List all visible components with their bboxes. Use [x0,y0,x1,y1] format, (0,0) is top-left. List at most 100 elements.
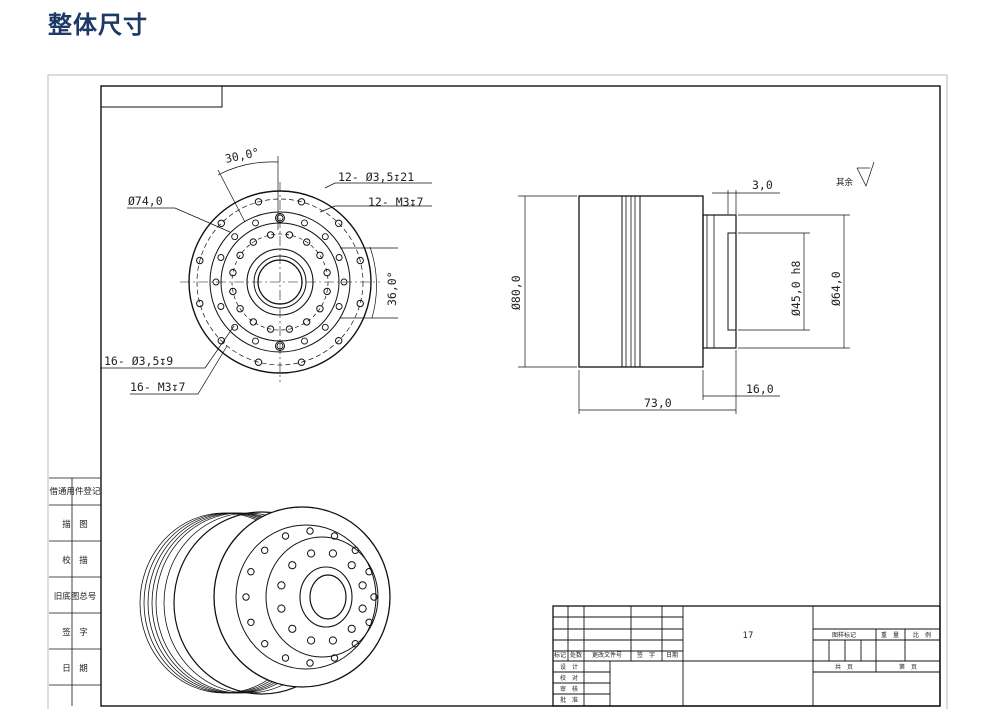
front-view-dimension-lines [100,156,432,395]
isometric-view-holes [242,527,378,667]
title-block-label: 处数 [570,651,582,659]
dimension-label: Ø80,0 [509,275,523,310]
bolt-hole [231,323,239,331]
bolt-hole [316,251,324,260]
title-block-label: 图样标记 [832,631,856,639]
dimension-label: 16- M3↧7 [130,380,185,394]
drawing-number: 17 [743,631,754,641]
dimension-label: 16- Ø3,5↧9 [104,354,173,368]
bolt-hole [277,604,286,613]
bolt-hole [231,233,239,241]
bolt-hole [301,219,308,227]
bolt-hole [340,278,348,286]
bolt-hole [351,640,359,648]
title-block-label: 第 页 [899,663,917,671]
bolt-hole [229,287,237,296]
bolt-hole [266,231,275,239]
side-view-dimension-lines [518,161,875,414]
bolt-hole [266,325,275,333]
title-block-label: 比 例 [913,631,931,639]
bolt-hole [254,358,263,366]
title-block-label: 标记 [554,651,566,659]
bolt-hole [247,618,255,626]
front-view [180,182,380,382]
bolt-hole [321,233,329,241]
bolt-hole [288,624,297,633]
bolt-hole [196,256,204,265]
dimension-label: Ø64,0 [829,271,843,306]
title-block [552,605,941,707]
bolt-hole [335,303,343,310]
bolt-hole [276,214,284,222]
stamp-label: 校 描 [62,555,88,566]
page-title: 整体尺寸 [48,11,148,39]
bolt-hole [328,549,337,558]
bolt-hole [217,219,226,228]
bolt-hole [301,337,308,345]
dimension-label: Ø74,0 [128,194,163,208]
dimension-label: 16,0 [746,382,774,396]
bolt-hole [297,198,306,206]
bolt-hole [261,546,269,554]
dimension-label: 12- M3↧7 [368,195,423,209]
stamp-label: 签 字 [62,627,88,638]
bolt-hole [285,231,294,239]
stamp-label: 借通用件登记 [49,486,101,497]
front-view-holes [196,198,364,366]
bolt-hole [249,318,258,326]
bolt-hole [356,299,364,308]
bolt-hole [254,198,263,206]
bolt-hole [306,659,314,667]
dimension-label: 12- Ø3,5↧21 [338,170,414,184]
bolt-hole [316,305,324,313]
stamp-label: 日 期 [62,664,88,674]
bolt-hole [358,581,367,590]
bolt-hole [297,358,306,366]
bolt-hole [335,337,343,345]
bolt-hole [365,618,373,626]
bolt-hole [229,268,237,277]
bolt-hole [276,342,284,350]
bolt-hole [356,256,364,265]
bolt-hole [252,219,259,227]
drawing-frame [100,85,941,707]
title-block-label: 重 量 [881,631,899,639]
bolt-hole [365,568,373,576]
stamp-label: 描 图 [62,519,88,530]
bolt-hole [281,532,290,540]
bolt-hole [247,568,255,576]
bolt-hole [307,549,316,558]
bolt-hole [303,238,311,246]
bolt-hole [236,251,244,260]
bolt-hole [252,337,259,345]
bolt-hole [275,341,285,351]
bolt-hole [323,287,331,296]
bolt-hole [307,636,316,645]
title-block-label: 日期 [666,651,678,659]
bolt-hole [249,238,258,246]
bolt-hole [347,624,356,633]
dimension-label: Ø45,0 h8 [789,261,803,316]
bolt-hole [347,561,356,570]
side-view [578,195,737,368]
dimension-label: 3,0 [752,178,773,192]
title-block-label: 共 页 [835,663,853,671]
bolt-hole [358,604,367,613]
bolt-hole [335,254,343,261]
dimension-label: 36,0° [385,271,399,306]
bolt-hole [242,593,250,601]
bolt-hole [277,581,286,590]
title-block-label: 审 核 [560,685,578,693]
bolt-hole [330,654,339,662]
bolt-hole [217,254,225,261]
bolt-hole [217,303,225,310]
bolt-hole [321,323,329,331]
bolt-hole [306,527,314,535]
isometric-view [139,506,391,695]
bolt-hole [281,654,290,662]
bolt-hole [370,593,378,601]
bolt-hole [328,636,337,645]
bolt-hole [303,318,311,326]
bolt-hole [330,532,339,540]
